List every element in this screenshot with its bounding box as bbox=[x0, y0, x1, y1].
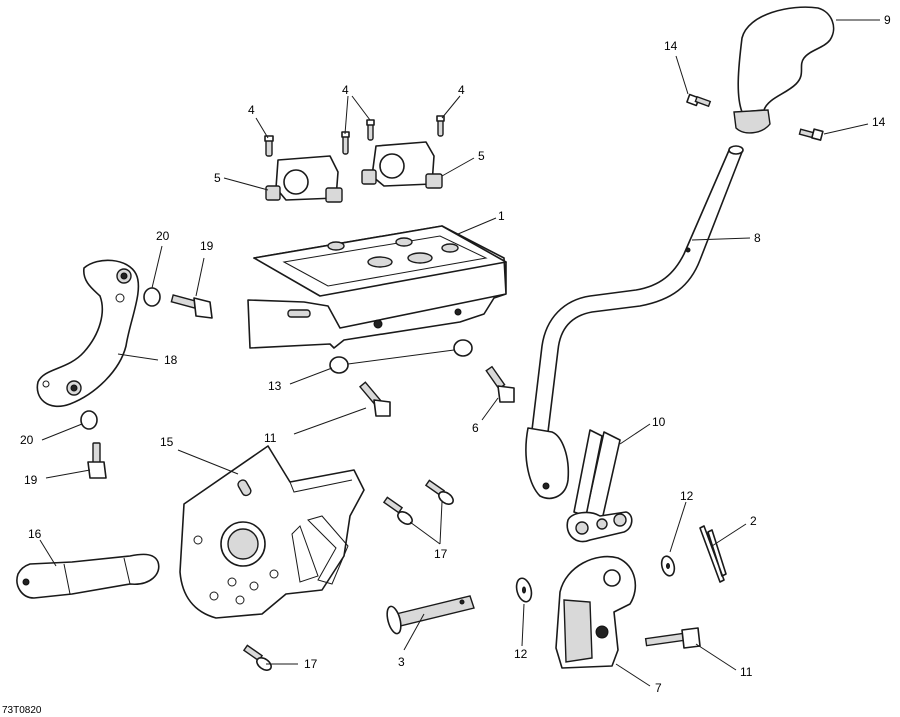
screw-4-d bbox=[436, 115, 445, 137]
mounting-bracket-1 bbox=[247, 225, 507, 349]
bolt-11-center bbox=[359, 381, 391, 417]
callout-11-b: 11 bbox=[264, 431, 277, 445]
callout-2: 2 bbox=[750, 514, 757, 528]
callout-15: 15 bbox=[160, 435, 174, 449]
shift-lever-rod bbox=[525, 145, 744, 500]
side-plate-15 bbox=[179, 445, 365, 619]
o-ring-13-right bbox=[453, 339, 473, 357]
callout-8: 8 bbox=[754, 231, 761, 245]
cotter-pin bbox=[699, 525, 727, 583]
callout-3: 3 bbox=[398, 655, 405, 669]
callout-17-a: 17 bbox=[434, 547, 448, 561]
linkage-10 bbox=[566, 429, 633, 543]
callout-14-b: 14 bbox=[872, 115, 886, 129]
pivot-block-5-left bbox=[265, 155, 343, 203]
callout-5-a: 5 bbox=[214, 171, 221, 185]
callout-16: 16 bbox=[28, 527, 42, 541]
clevis-pin-3 bbox=[386, 595, 475, 635]
bolt-14-right bbox=[798, 128, 824, 141]
o-ring-13-left bbox=[329, 356, 349, 374]
callout-19-a: 19 bbox=[200, 239, 214, 253]
drawing-code: 73T0820 bbox=[2, 705, 42, 716]
washer-20-top bbox=[143, 287, 161, 307]
bolt-6 bbox=[485, 365, 515, 403]
callout-9: 9 bbox=[884, 13, 891, 27]
callout-13: 13 bbox=[268, 379, 282, 393]
pivot-block-5-right bbox=[361, 141, 443, 189]
callout-4-b: 4 bbox=[342, 83, 349, 97]
bolt-14-top bbox=[686, 93, 712, 108]
callout-20-b: 20 bbox=[20, 433, 34, 447]
shift-knob bbox=[733, 6, 835, 134]
callout-4-a: 4 bbox=[248, 103, 255, 117]
washer-20-bottom bbox=[80, 410, 98, 430]
callout-12-a: 12 bbox=[680, 489, 694, 503]
callout-4-c: 4 bbox=[458, 83, 465, 97]
bolt-19-top bbox=[170, 294, 213, 319]
screw-17-c bbox=[242, 644, 272, 671]
callout-5-b: 5 bbox=[478, 149, 485, 163]
screw-17-b bbox=[424, 479, 454, 505]
bolt-11-right bbox=[644, 627, 701, 649]
callout-6: 6 bbox=[472, 421, 479, 435]
screw-4-a bbox=[264, 135, 274, 157]
callout-10: 10 bbox=[652, 415, 666, 429]
callout-19-b: 19 bbox=[24, 473, 38, 487]
callout-17-b: 17 bbox=[304, 657, 318, 671]
strap-16 bbox=[16, 553, 160, 599]
curved-bracket-18 bbox=[36, 259, 140, 407]
callout-14-a: 14 bbox=[664, 39, 678, 53]
callout-20-a: 20 bbox=[156, 229, 170, 243]
leader-lines bbox=[39, 19, 880, 687]
shift-block-7 bbox=[555, 555, 637, 669]
callout-18: 18 bbox=[164, 353, 178, 367]
screw-4-b bbox=[341, 131, 350, 155]
callout-7: 7 bbox=[655, 681, 662, 695]
callout-12-b: 12 bbox=[514, 647, 528, 661]
screw-4-c bbox=[366, 119, 375, 141]
bolt-19-bottom bbox=[87, 442, 107, 479]
callout-11-a: 11 bbox=[740, 665, 753, 679]
callout-1: 1 bbox=[498, 209, 505, 223]
screw-17-a bbox=[382, 496, 413, 525]
